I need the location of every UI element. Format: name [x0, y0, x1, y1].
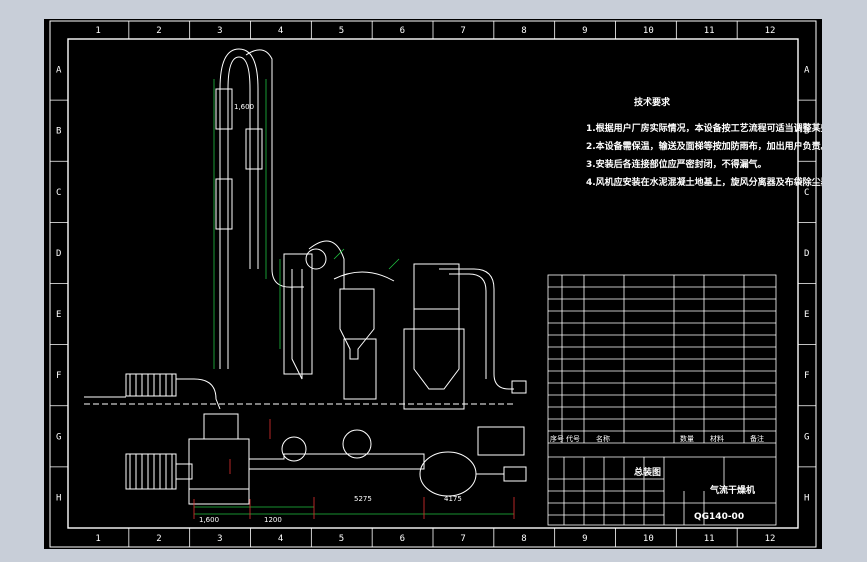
equipment-drawing [84, 48, 527, 505]
dimension-label: 1,600 [199, 516, 219, 524]
zone-column-label: 10 [643, 26, 654, 36]
zone-row-label: G [56, 432, 61, 442]
zone-column-label: 2 [156, 534, 161, 544]
dimension-label: 1200 [264, 516, 282, 524]
zone-column-label: 8 [521, 534, 526, 544]
zone-row-label: C [56, 188, 61, 198]
assembly-label: 总装图 [634, 466, 661, 478]
zone-row-label: E [804, 310, 809, 320]
zone-column-label: 9 [582, 26, 587, 36]
dimension-label: 1,600 [234, 103, 254, 111]
requirement-4: 4.风机应安装在水泥混凝土地基上，旋风分离器及布袋除尘器应用支架支撑牢固。 [586, 176, 822, 188]
zone-row-label: D [56, 249, 61, 259]
zone-column-label: 7 [460, 26, 465, 36]
zone-column-label: 11 [704, 26, 715, 36]
zone-row-label: B [56, 127, 61, 137]
zone-column-label: 5 [339, 26, 344, 36]
zone-column-label: 10 [643, 534, 654, 544]
zone-row-label: F [56, 371, 61, 381]
zone-row-label: H [56, 493, 61, 503]
product-name: 气流干燥机 [709, 484, 755, 496]
zone-column-label: 9 [582, 534, 587, 544]
zone-row-label: E [56, 310, 61, 320]
requirement-3: 3.安装后各连接部位应严密封闭，不得漏气。 [586, 158, 767, 170]
dimension-lines [194, 79, 514, 515]
zone-row-label: A [804, 66, 810, 76]
zone-column-label: 6 [400, 26, 405, 36]
dimension-label: 5275 [354, 495, 372, 503]
zone-row-label: G [804, 432, 809, 442]
zone-column-label: 1 [95, 534, 100, 544]
dimension-label: 4175 [444, 495, 462, 503]
requirement-1: 1.根据用户厂房实际情况，本设备按工艺流程可适当调整某些部件摆放位置。 [586, 122, 822, 134]
feeder-base [188, 413, 527, 505]
zone-row-label: F [804, 371, 809, 381]
zone-column-label: 3 [217, 534, 222, 544]
outer-border [49, 20, 817, 548]
requirement-2: 2.本设备需保温，输送及面梯等按加防雨布，加出用户负责。 [586, 140, 822, 152]
table-header: 代号 [566, 434, 580, 443]
tech-requirements-title: 技术要求 [634, 96, 671, 108]
table-header: 备注 [750, 434, 764, 443]
zone-column-label: 5 [339, 534, 344, 544]
drying-tube [215, 48, 304, 369]
zone-column-label: 1 [95, 26, 100, 36]
zone-column-label: 12 [765, 534, 776, 544]
zone-row-label: A [56, 66, 62, 76]
zone-column-label: 3 [217, 26, 222, 36]
cyclone-separator-1 [283, 240, 345, 380]
zone-column-label: 8 [521, 26, 526, 36]
zone-column-label: 6 [400, 534, 405, 544]
zone-column-label: 4 [278, 534, 283, 544]
zone-column-label: 12 [765, 26, 776, 36]
zone-row-label: H [804, 493, 809, 503]
zone-column-label: 11 [704, 534, 715, 544]
zone-row-label: C [804, 188, 809, 198]
parts-list [547, 274, 777, 526]
zone-row-label: B [804, 127, 809, 137]
inner-border [67, 38, 799, 529]
table-header: 名称 [596, 434, 610, 443]
table-header: 材料 [710, 434, 724, 443]
cyclone-separator-2 [333, 271, 395, 400]
zone-column-label: 7 [460, 534, 465, 544]
zone-column-label: 2 [156, 26, 161, 36]
zone-column-label: 4 [278, 26, 283, 36]
heater-exchanger [84, 373, 221, 490]
zone-row-label: D [804, 249, 809, 259]
bag-filter [403, 263, 527, 410]
table-header: 序号 [550, 434, 564, 443]
table-header: 数量 [680, 434, 694, 443]
drawing-code: QG140-00 [694, 512, 744, 522]
red-markers [193, 419, 515, 519]
